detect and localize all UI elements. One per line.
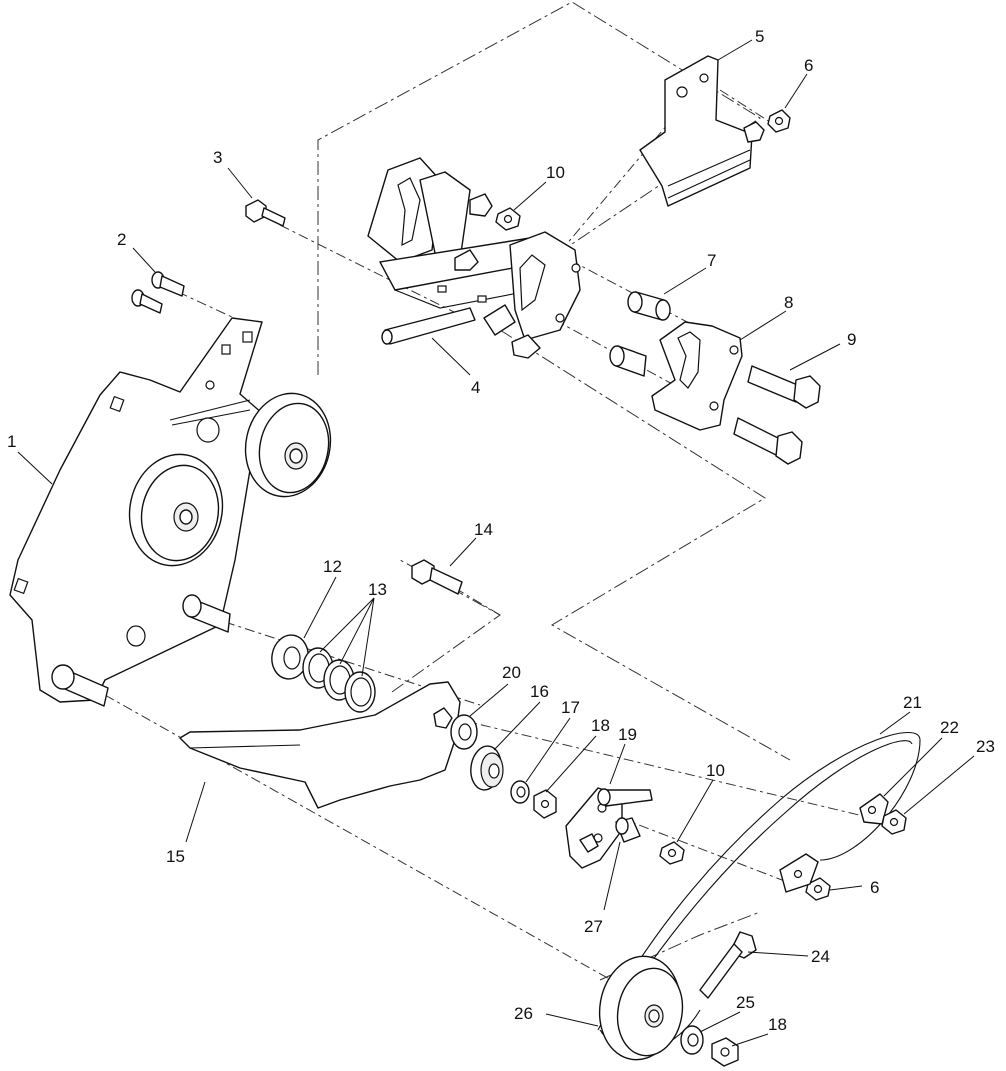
cable-clip-22	[859, 793, 889, 825]
carriage-assembly	[367, 157, 581, 359]
callout-8: 8	[784, 293, 793, 312]
spacer-7-upper	[627, 291, 671, 321]
axis-bolt-2	[177, 291, 261, 331]
carriage-bolt-upper	[151, 271, 185, 297]
washer-25	[680, 1025, 704, 1055]
callout-17: 17	[561, 698, 580, 717]
spacer-7-lower	[609, 345, 647, 377]
adjusting-plate-8	[651, 321, 743, 431]
callout-19: 19	[618, 725, 637, 744]
axis-mount-top	[559, 79, 706, 253]
flange-nut-6-upper	[767, 109, 791, 133]
axis-mount-right	[719, 89, 771, 123]
idler-arm-15	[179, 681, 461, 809]
washer-17	[510, 780, 530, 804]
callout-4: 4	[471, 378, 480, 397]
callout-9: 9	[847, 330, 856, 349]
shoulder-bolt-24	[699, 931, 757, 999]
callout-26: 26	[514, 1004, 533, 1023]
lock-nut-18-lower	[711, 1037, 739, 1067]
callout-14: 14	[474, 520, 493, 539]
callout-21: 21	[903, 693, 922, 712]
hex-bolt-3	[245, 199, 286, 227]
callout-7: 7	[707, 251, 716, 270]
callout-12: 12	[323, 557, 342, 576]
nut-23	[881, 809, 907, 835]
lock-nut-18-upper	[533, 789, 557, 819]
mounting-bracket-5	[639, 55, 765, 207]
flange-nut-10-lower	[659, 841, 685, 865]
callout-18-lower: 18	[768, 1015, 787, 1034]
callout-23: 23	[976, 737, 995, 756]
callout-6-upper: 6	[804, 56, 813, 75]
callout-20: 20	[502, 663, 521, 682]
flange-nut-6-lower	[805, 877, 831, 901]
spacer-27	[615, 817, 641, 843]
axis-bolt-3	[279, 224, 461, 316]
pivot-stud-upper	[182, 594, 231, 633]
callout-15: 15	[166, 847, 185, 866]
callout-16: 16	[530, 682, 549, 701]
upper-pulley	[244, 392, 332, 498]
washer-20	[450, 714, 478, 750]
phantom-outline-middle	[499, 329, 791, 761]
callout-18-upper: 18	[591, 716, 610, 735]
bracket-19	[565, 787, 653, 869]
axis-pivot-upper	[224, 621, 481, 706]
idler-pulley-26	[598, 955, 684, 1061]
shim-washers-13	[302, 647, 376, 713]
callout-5: 5	[755, 27, 764, 46]
axis-bolt-14	[454, 587, 501, 616]
axis-bracket-19	[599, 809, 796, 886]
callout-10-upper: 10	[546, 163, 565, 182]
axis-idler	[439, 714, 881, 821]
hex-bolt-9-lower	[733, 417, 803, 465]
leader-lines	[17, 39, 975, 1047]
callout-10-lower: 10	[706, 761, 725, 780]
callout-6-lower: 6	[870, 878, 879, 897]
callout-25: 25	[736, 993, 755, 1012]
lower-pulley	[128, 453, 224, 567]
callout-27: 27	[584, 917, 603, 936]
flat-washer-12	[271, 634, 309, 680]
hex-bolt-9-upper	[747, 365, 821, 409]
flange-nut-10-upper	[495, 207, 521, 231]
callout-24: 24	[811, 947, 830, 966]
callout-3: 3	[213, 148, 222, 167]
idler-bushing-16	[470, 745, 504, 791]
hex-flange-bolt-14	[411, 559, 463, 595]
callout-13: 13	[368, 580, 387, 599]
carriage-bolt-lower	[131, 289, 163, 314]
pivot-stud-lower	[51, 664, 109, 707]
callout-22: 22	[940, 718, 959, 737]
callout-2: 2	[117, 230, 126, 249]
callout-1: 1	[7, 432, 16, 451]
